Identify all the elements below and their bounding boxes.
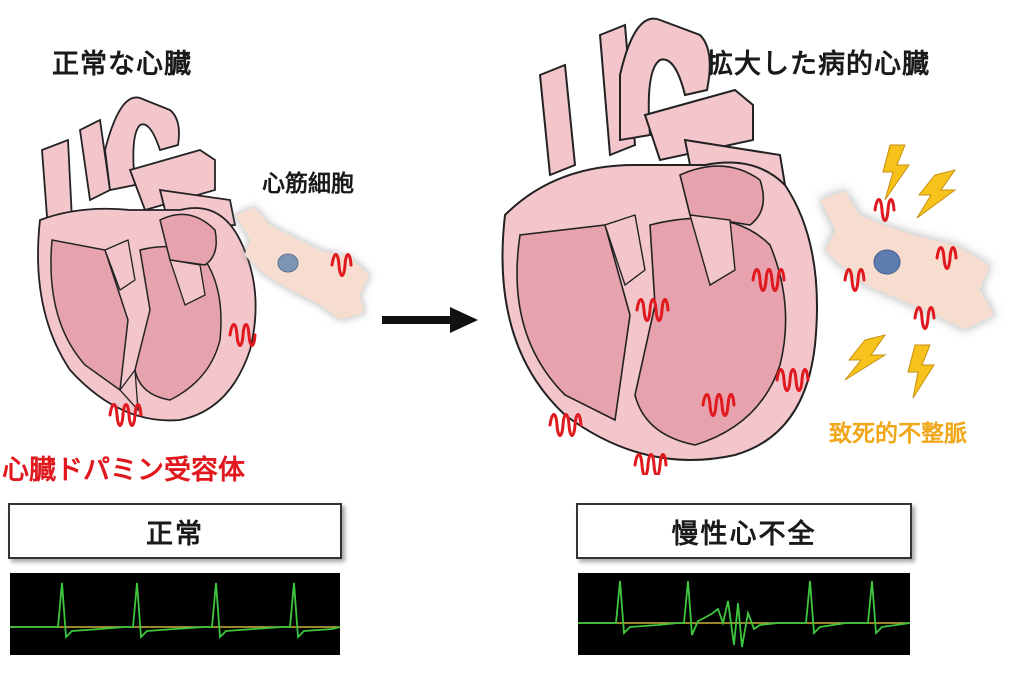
heart-failure-ecg-trace: [578, 573, 910, 655]
receptor-icon: [751, 268, 786, 292]
receptor-icon: [873, 198, 896, 222]
receptor-icon: [775, 368, 810, 392]
receptor-icon: [701, 393, 736, 417]
receptor-icon: [330, 253, 353, 277]
receptor-icon: [108, 403, 143, 427]
receptor-icon: [843, 268, 866, 292]
normal-box: 正常: [8, 503, 342, 559]
receptor-icon: [633, 453, 668, 475]
normal-cell-illustration: [234, 206, 371, 321]
enlarged-heart-title: 拡大した病的心臓: [706, 49, 930, 80]
arrhythmia-label: 致死的不整脈: [829, 421, 967, 447]
normal-ecg-trace: [10, 573, 340, 655]
receptor-icon: [635, 298, 670, 322]
receptor-icon: [913, 306, 936, 330]
cardiomyocyte-label: 心筋細胞: [262, 171, 354, 197]
receptor-icon: [935, 246, 958, 270]
lightning-icon: [844, 144, 957, 399]
receptor-icon: [548, 413, 583, 437]
receptor-icon: [228, 323, 257, 347]
diseased-cell-illustration: [819, 144, 996, 399]
normal-heart-illustration: [37, 96, 257, 427]
normal-heart-title: 正常な心臓: [52, 49, 192, 80]
dopamine-receptor-label: 心臓ドパミン受容体: [2, 455, 245, 486]
enlarged-heart-illustration: [501, 17, 818, 475]
heart-failure-box: 慢性心不全: [576, 503, 912, 559]
arrow-right-icon: [382, 307, 478, 333]
